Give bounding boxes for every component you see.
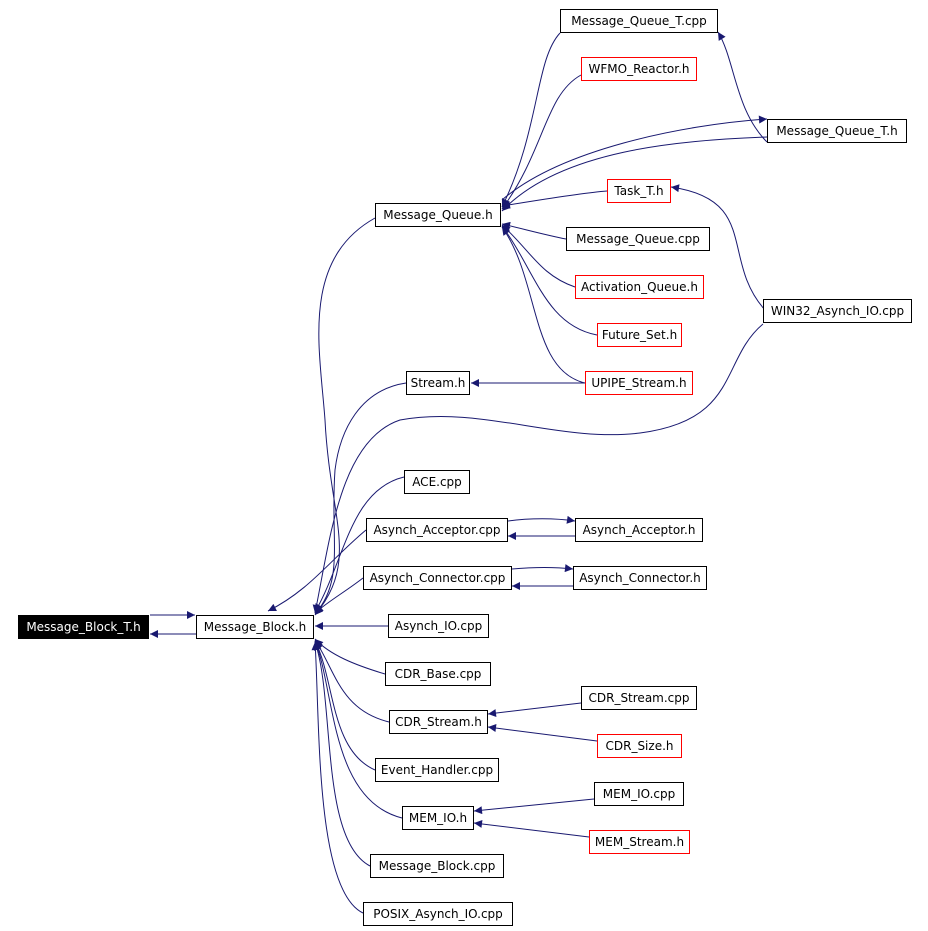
node-message-block-h[interactable]: Message_Block.h — [196, 615, 314, 639]
node-cdr-size-h[interactable]: CDR_Size.h — [597, 734, 682, 758]
node-label: Asynch_Connector.h — [579, 571, 701, 585]
node-mem-io-cpp[interactable]: MEM_IO.cpp — [594, 782, 684, 806]
node-asynch-acceptor-cpp[interactable]: Asynch_Acceptor.cpp — [366, 518, 508, 542]
edge-message-block-cpp-to-message-block-h — [313, 641, 371, 867]
node-label: Message_Block.h — [203, 620, 307, 634]
edge-asynch-acceptor-cpp-to-asynch-acceptor-h — [507, 515, 576, 524]
edge-cdr-stream-cpp-to-cdr-stream-h — [487, 702, 582, 718]
node-task-t-h[interactable]: Task_T.h — [607, 179, 671, 203]
node-label: CDR_Size.h — [605, 739, 674, 753]
node-label: MEM_IO.h — [408, 811, 468, 825]
edge-asynch-connector-cpp-to-asynch-connector-h — [511, 564, 574, 573]
edge-message-queue-t-h-to-message-queue-h — [501, 136, 768, 212]
node-upipe-stream-h[interactable]: UPIPE_Stream.h — [585, 371, 693, 395]
node-label: Future_Set.h — [601, 328, 678, 342]
node-mem-stream-h[interactable]: MEM_Stream.h — [589, 830, 690, 854]
node-label: WIN32_Asynch_IO.cpp — [770, 304, 905, 318]
node-label: Message_Block.cpp — [378, 859, 496, 873]
edge-mem-stream-h-to-mem-io-h — [473, 819, 590, 838]
node-label: Asynch_IO.cpp — [394, 619, 483, 633]
node-future-set-h[interactable]: Future_Set.h — [597, 323, 682, 347]
edge-message-queue-h-to-message-queue-t-h — [501, 115, 768, 201]
node-asynch-acceptor-h[interactable]: Asynch_Acceptor.h — [575, 518, 703, 542]
edge-message-queue-h-to-message-block-h — [314, 217, 376, 616]
edge-task-t-h-to-message-queue-h — [501, 190, 608, 209]
node-message-queue-h[interactable]: Message_Queue.h — [375, 203, 501, 227]
node-label: POSIX_Asynch_IO.cpp — [373, 907, 503, 921]
node-message-queue-cpp[interactable]: Message_Queue.cpp — [566, 227, 710, 251]
edge-asynch-acceptor-cpp-to-message-block-h — [267, 529, 367, 612]
node-label: Asynch_Acceptor.h — [582, 523, 696, 537]
edge-posix-asynch-io-cpp-to-message-block-h — [311, 641, 364, 914]
node-label: Asynch_Connector.cpp — [369, 571, 506, 585]
node-message-queue-t-h[interactable]: Message_Queue_T.h — [767, 119, 907, 143]
edge-stream-h-to-message-block-h — [314, 382, 407, 615]
edge-cdr-size-h-to-cdr-stream-h — [487, 724, 598, 742]
edge-activation-queue-h-to-message-queue-h — [501, 224, 576, 288]
node-label: Event_Handler.cpp — [380, 763, 494, 777]
edge-cdr-base-cpp-to-message-block-h — [314, 638, 386, 675]
node-stream-h[interactable]: Stream.h — [406, 371, 470, 395]
node-label: Asynch_Acceptor.cpp — [373, 523, 501, 537]
node-label: Message_Queue.h — [383, 208, 493, 222]
node-cdr-base-cpp[interactable]: CDR_Base.cpp — [385, 662, 491, 686]
node-ace-cpp[interactable]: ACE.cpp — [404, 470, 470, 494]
node-cdr-stream-h[interactable]: CDR_Stream.h — [389, 710, 488, 734]
node-label: Message_Block_T.h — [26, 620, 141, 634]
edge-event-handler-cpp-to-message-block-h — [314, 640, 376, 771]
node-label: Activation_Queue.h — [581, 280, 698, 294]
node-event-handler-cpp[interactable]: Event_Handler.cpp — [375, 758, 499, 782]
node-label: WFMO_Reactor.h — [588, 62, 690, 76]
edge-ace-cpp-to-message-block-h — [314, 476, 405, 613]
edge-message-queue-t-cpp-to-message-queue-h — [501, 32, 561, 208]
node-label: MEM_IO.cpp — [602, 787, 676, 801]
edge-message-queue-h-to-message-queue-t-cpp — [717, 31, 768, 143]
edge-upipe-stream-h-to-message-queue-h — [501, 226, 586, 384]
node-label: Message_Queue_T.cpp — [571, 14, 707, 28]
node-wfmo-reactor-h[interactable]: WFMO_Reactor.h — [581, 57, 697, 81]
edge-mem-io-cpp-to-mem-io-h — [473, 798, 595, 815]
edge-win32-asynch-io-cpp-to-task-t-h — [670, 184, 766, 311]
node-activation-queue-h[interactable]: Activation_Queue.h — [575, 275, 704, 299]
node-message-block-cpp[interactable]: Message_Block.cpp — [370, 854, 504, 878]
node-label: CDR_Stream.h — [395, 715, 482, 729]
node-label: Stream.h — [410, 376, 466, 390]
edge-message-queue-cpp-to-message-queue-h — [501, 221, 567, 240]
node-mem-io-h[interactable]: MEM_IO.h — [402, 806, 474, 830]
node-label: ACE.cpp — [412, 475, 462, 489]
node-label: MEM_Stream.h — [594, 835, 685, 849]
node-win32-asynch-io-cpp[interactable]: WIN32_Asynch_IO.cpp — [763, 299, 912, 323]
node-label: CDR_Stream.cpp — [588, 691, 690, 705]
node-posix-asynch-io-cpp[interactable]: POSIX_Asynch_IO.cpp — [363, 902, 513, 926]
node-label: Task_T.h — [614, 184, 664, 198]
edge-win32-asynch-io-cpp-to-message-block-h — [312, 323, 764, 614]
node-label: Message_Queue_T.h — [776, 124, 898, 138]
node-label: Message_Queue.cpp — [576, 232, 700, 246]
edge-asynch-connector-cpp-to-message-block-h — [314, 577, 364, 614]
node-message-queue-t-cpp[interactable]: Message_Queue_T.cpp — [560, 9, 718, 33]
node-cdr-stream-cpp[interactable]: CDR_Stream.cpp — [581, 686, 697, 710]
node-label: UPIPE_Stream.h — [591, 376, 687, 390]
node-message-block-t-h[interactable]: Message_Block_T.h — [18, 615, 149, 639]
edge-wfmo-reactor-h-to-message-queue-h — [501, 74, 582, 210]
edge-mem-io-h-to-message-block-h — [314, 640, 403, 819]
node-asynch-connector-h[interactable]: Asynch_Connector.h — [573, 566, 707, 590]
node-asynch-connector-cpp[interactable]: Asynch_Connector.cpp — [363, 566, 512, 590]
node-label: CDR_Base.cpp — [394, 667, 482, 681]
node-asynch-io-cpp[interactable]: Asynch_IO.cpp — [388, 614, 489, 638]
edge-future-set-h-to-message-queue-h — [501, 225, 598, 336]
